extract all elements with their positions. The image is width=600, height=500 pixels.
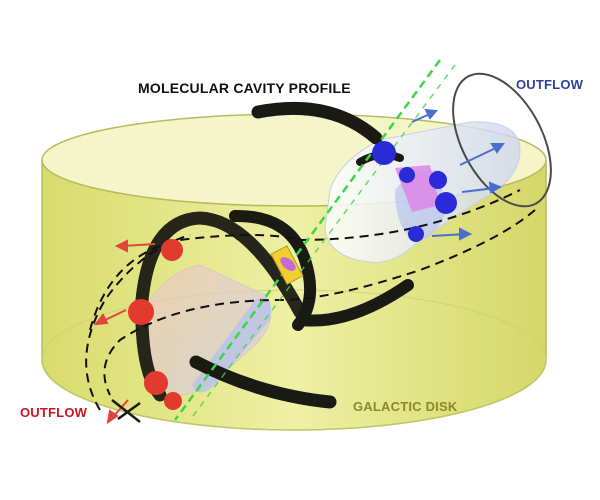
red-arrows [93, 239, 156, 425]
outflow-axis-2 [189, 64, 456, 421]
outflow-bottom-marker [111, 399, 141, 423]
cavity-arc-top [251, 101, 383, 145]
cavity-arc-middle [229, 209, 317, 331]
central-core-magenta [280, 257, 296, 271]
blue-cloud-1 [372, 141, 396, 165]
cavity-arc-bottom [189, 355, 337, 409]
cavity-arc-right [296, 279, 414, 327]
galactic-disk-label: GALACTIC DISK [353, 399, 458, 414]
red-outflow-label: OUTFLOW [20, 405, 88, 420]
blue-outflow-ring [452, 72, 552, 208]
red-cloud-3 [144, 371, 168, 395]
blue-cloud-2 [399, 167, 415, 183]
blue-cloud-4 [435, 192, 457, 214]
cavity-title-label: MOLECULAR CAVITY PROFILE [138, 80, 351, 96]
blue-cloud-3 [429, 171, 447, 189]
blue-cloud-5 [408, 226, 424, 242]
cavity-arc-upper-loop [135, 211, 307, 402]
blue-outflow-label: OUTFLOW [516, 77, 584, 92]
red-cloud-2 [128, 299, 154, 325]
blue-arrows [411, 108, 505, 241]
outflow-axis [173, 59, 442, 421]
red-cloud-4 [164, 392, 182, 410]
dashed-orbit-outer [85, 234, 191, 411]
red-cloud-1 [161, 239, 183, 261]
